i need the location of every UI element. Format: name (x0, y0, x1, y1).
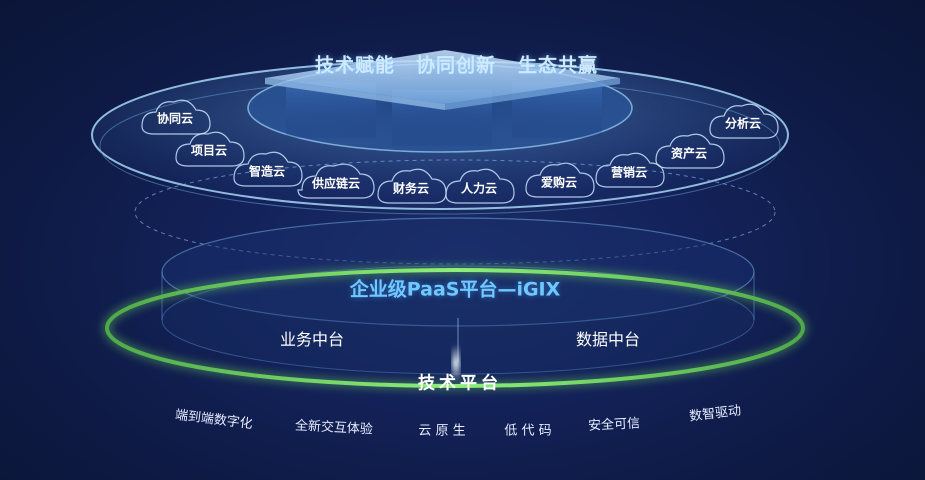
paas-platform-title: 企业级PaaS平台—iGIX (349, 278, 561, 301)
cloud-label-hr: 人力云 (460, 181, 498, 196)
cloud-icon (377, 168, 447, 204)
cloud-label-manufacturing: 智造云 (248, 164, 286, 179)
cloud-icon (709, 103, 779, 139)
cloud-label-marketing: 营销云 (610, 165, 648, 180)
headline-ecosystem-win: 生态共赢 (517, 54, 599, 77)
data-middle-platform-label: 数据中台 (575, 330, 641, 349)
center-light-beam (452, 345, 460, 381)
feature-low-code: 低 代 码 (504, 423, 552, 439)
dashed-connector-ring (134, 159, 776, 265)
cloud-icon (445, 168, 515, 204)
cloud-label-finance: 财务云 (392, 181, 430, 196)
business-middle-platform-label: 业务中台 (279, 330, 345, 349)
headline-collaborative-innovation: 协同创新 (415, 54, 497, 77)
feature-cloud-native: 云 原 生 (418, 423, 466, 439)
cloud-icons (141, 99, 779, 204)
cloud-icon (525, 162, 595, 198)
tech-platform-label: 技术平台 (418, 373, 502, 394)
headline-tech-empowerment: 技术赋能 (314, 54, 396, 77)
cloud-icon (655, 133, 725, 169)
cloud-label-project: 项目云 (190, 143, 228, 158)
cloud-label-purchasing: 爱购云 (540, 175, 578, 190)
cloud-icon (595, 152, 665, 188)
feature-new-interaction: 全新交互体验 (294, 418, 374, 438)
cloud-label-collaboration: 协同云 (156, 111, 194, 126)
tech-platform-ring (102, 265, 808, 391)
cloud-icon (175, 131, 245, 167)
cloud-label-analytics: 分析云 (724, 116, 762, 131)
cloud-label-supply-chain: 供应链云 (311, 176, 361, 191)
cloud-label-assets: 资产云 (670, 146, 708, 161)
feature-secure-trusted: 安全可信 (587, 416, 641, 434)
cloud-icon (297, 163, 375, 199)
upper-disk (91, 50, 789, 215)
cloud-icon (233, 151, 303, 187)
cloud-icon (141, 99, 211, 135)
